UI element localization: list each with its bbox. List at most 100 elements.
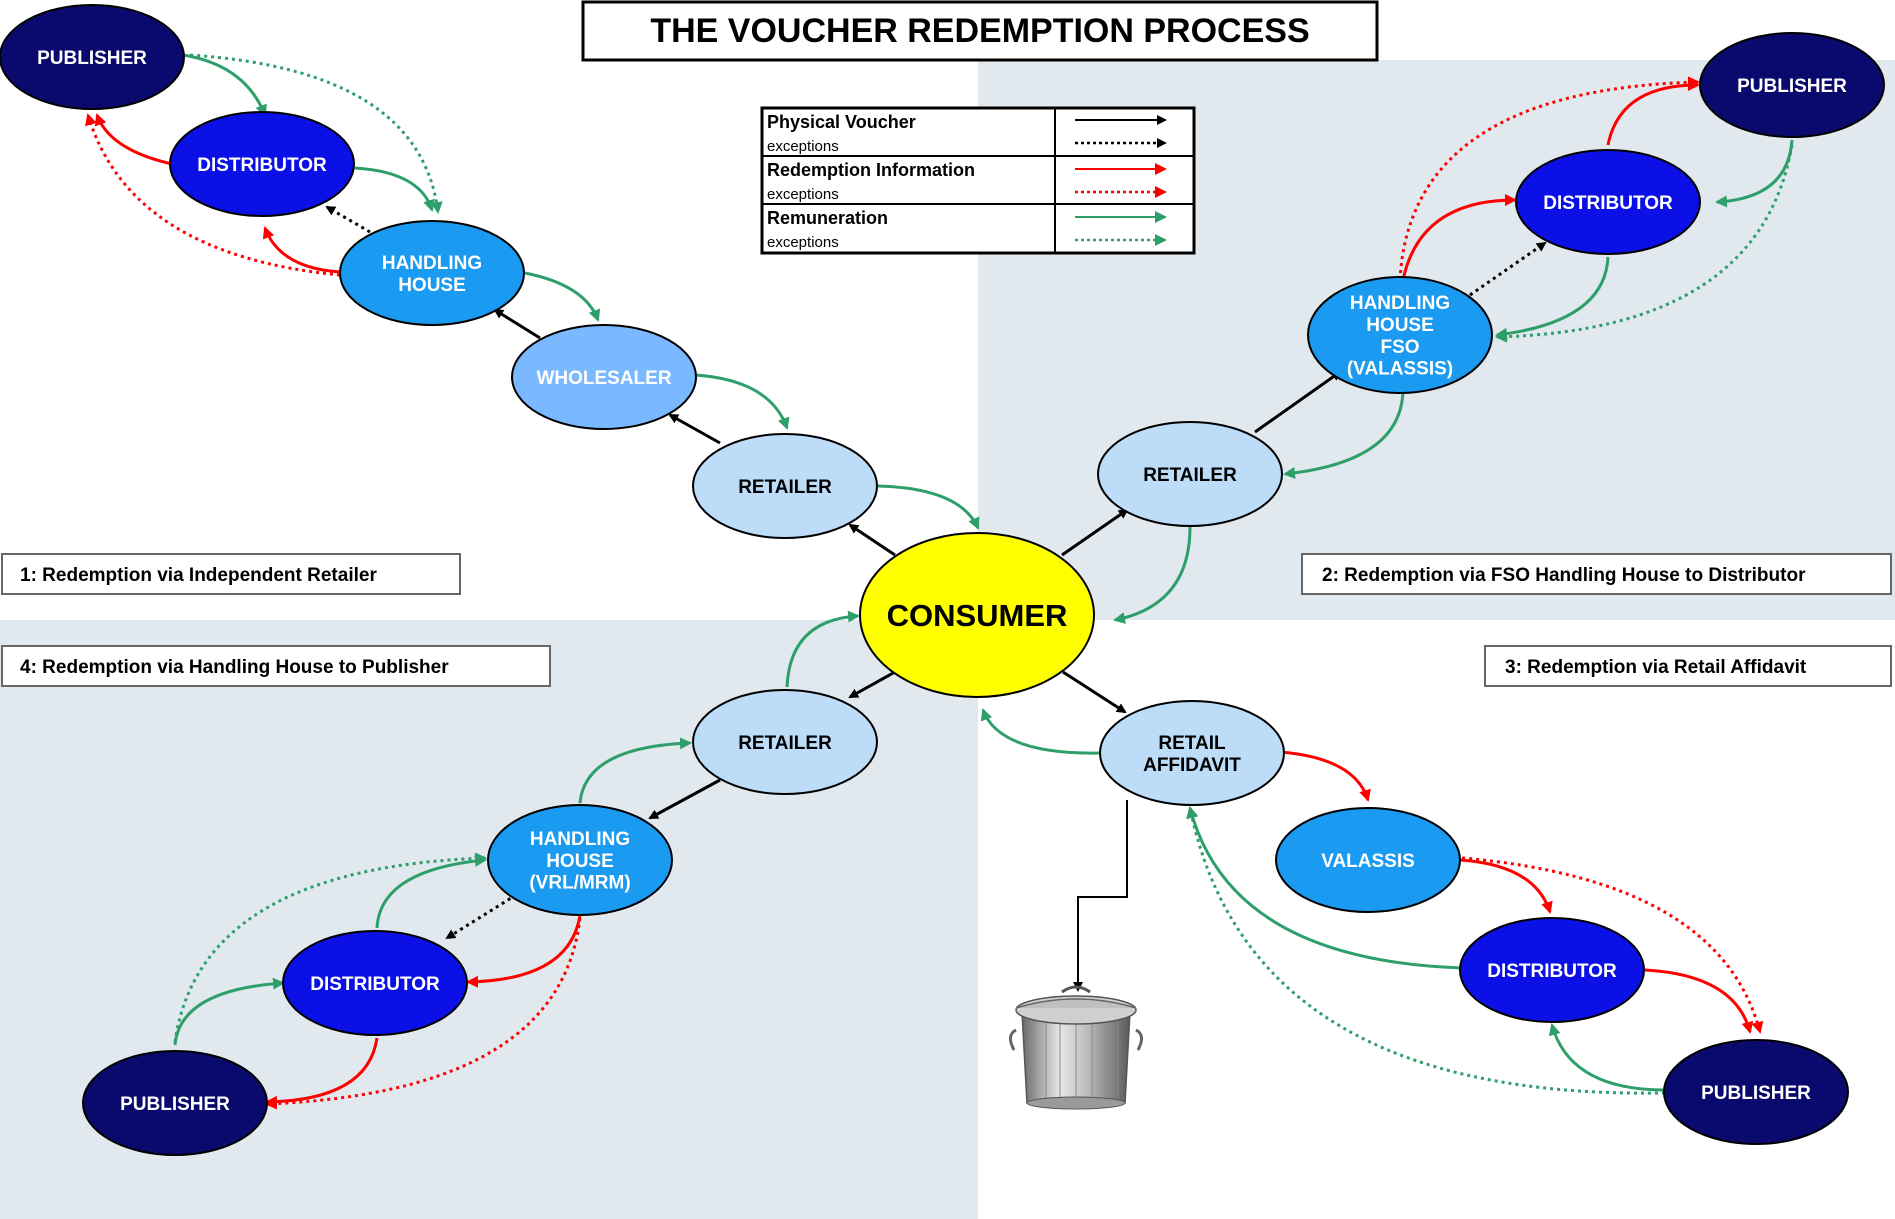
legend-redemption-exceptions: exceptions [767, 186, 839, 203]
caption-4: 4: Redemption via Handling House to Publ… [1, 645, 551, 687]
q1-redemption-hh-pub-dotted [85, 113, 341, 277]
q1-retailer-label: RETAILER [738, 477, 832, 498]
q3-valassis-ellipse [1275, 807, 1461, 913]
legend-physical-label: Physical Voucher [767, 112, 916, 132]
q4-publisher-ellipse [82, 1050, 268, 1156]
q1-remun-wholesaler-retailer [694, 373, 790, 430]
q1-physical-consumer-retailer [848, 523, 896, 557]
q2-physical-retailer-hh [1254, 370, 1342, 434]
q1-publisher-label: PUBLISHER [37, 48, 147, 69]
q3-redemption-valassis-dist [1459, 858, 1553, 914]
q2-handling-ellipse [1307, 276, 1493, 394]
q4-remun-retailer-consumer [785, 610, 860, 688]
q2-publisher-label: PUBLISHER [1737, 76, 1847, 97]
dustbin-icon [1009, 985, 1143, 1110]
caption-2: 2: Redemption via FSO Handling House to … [1301, 553, 1892, 595]
q3-distributor-ellipse [1459, 917, 1645, 1023]
q1-retailer-node: RETAILER [692, 433, 878, 539]
q3-distributor-label: DISTRIBUTOR [1487, 961, 1617, 982]
q4-handling-label: HANDLING [530, 829, 630, 850]
q2-redemption-hh-dist [1401, 194, 1517, 281]
q2-handling-label: HOUSE [1366, 315, 1434, 336]
q2-physical-hh-dist-dotted [1469, 241, 1547, 297]
q3-remun-affidavit-consumer [980, 708, 1101, 755]
q1-handling-label: HOUSE [398, 275, 466, 296]
q4-remun-dist-hh [375, 854, 487, 929]
nodes: CONSUMERPUBLISHERDISTRIBUTORHANDLINGHOUS… [0, 4, 1885, 1156]
q4-redemption-dist-pub [265, 1037, 379, 1108]
q1-remun-hh-wholesaler [524, 271, 601, 322]
q1-distributor-ellipse [169, 111, 355, 217]
q2-remun-dist-hh [1495, 256, 1610, 340]
q3-publisher-label: PUBLISHER [1701, 1083, 1811, 1104]
q2-retailer-node: RETAILER [1097, 421, 1283, 527]
q2-handling-label: (VALASSIS) [1347, 359, 1453, 380]
q2-distributor-label: DISTRIBUTOR [1543, 193, 1673, 214]
q3-remun-dist-affidavit [1186, 806, 1463, 970]
q4-handling-label: HOUSE [546, 851, 614, 872]
page-title: THE VOUCHER REDEMPTION PROCESS [650, 12, 1309, 50]
q3-redemption-dist-pub [1644, 968, 1754, 1034]
q1-distributor-node: DISTRIBUTOR [169, 111, 355, 217]
q3-physical-affidavit-bin [1073, 800, 1128, 992]
q4-handling-ellipse [487, 804, 673, 916]
q1-remun-dist-hh [354, 166, 435, 212]
q1-wholesaler-node: WHOLESALER [511, 324, 697, 430]
svg-text:4: Redemption via Handling Hou: 4: Redemption via Handling House to Publ… [20, 657, 449, 678]
q4-retailer-label: RETAILER [738, 733, 832, 754]
q1-redemption-hh-dist [262, 226, 341, 274]
legend-redemption-label: Redemption Information [767, 160, 975, 180]
svg-text:1: Redemption via Independent: 1: Redemption via Independent Retailer [20, 565, 377, 586]
legend-remuneration-label: Remuneration [767, 208, 888, 228]
consumer-node: CONSUMER [859, 532, 1095, 698]
q2-handling-label: HANDLING [1350, 293, 1450, 314]
q1-retailer-ellipse [692, 433, 878, 539]
q1-remun-retailer-consumer [877, 484, 980, 530]
q4-redemption-hh-dist [466, 914, 582, 988]
q4-distributor-node: DISTRIBUTOR [282, 930, 468, 1036]
q4-physical-retailer-hh [648, 778, 721, 820]
title-box: THE VOUCHER REDEMPTION PROCESS [581, 0, 1379, 62]
consumer-ellipse [859, 532, 1095, 698]
q4-retailer-ellipse [692, 689, 878, 795]
caption-1: 1: Redemption via Independent Retailer [1, 553, 461, 595]
q1-physical-hh-dist-dotted [325, 205, 371, 234]
legend-remuneration-exceptions: exceptions [767, 234, 839, 251]
q1-publisher-node: PUBLISHER [0, 4, 185, 110]
svg-text:2: Redemption via FSO Handling: 2: Redemption via FSO Handling House to … [1322, 565, 1806, 586]
consumer-label: CONSUMER [887, 598, 1068, 633]
q1-remun-pub-dist [182, 53, 267, 117]
q3-redemption-valassis-pub-dotted [1461, 856, 1764, 1034]
q2-physical-consumer-retailer [1061, 508, 1129, 557]
q2-remun-hh-retailer [1283, 391, 1405, 479]
flows [85, 53, 1794, 1110]
q3-affidavit-label: RETAIL [1158, 733, 1226, 754]
q3-publisher-node: PUBLISHER [1663, 1039, 1849, 1145]
q4-handling-label: (VRL/MRM) [529, 873, 630, 894]
q2-redemption-dist-pub [1606, 79, 1700, 146]
q4-physical-hh-dist-dotted [445, 878, 541, 940]
legend: Physical Voucher exceptions Redemption I… [760, 106, 1196, 255]
q4-retailer-node: RETAILER [692, 689, 878, 795]
q3-redemption-affidavit-valassis [1279, 750, 1371, 802]
q2-retailer-ellipse [1097, 421, 1283, 527]
q3-affidavit-ellipse [1099, 700, 1285, 806]
q1-publisher-ellipse [0, 4, 185, 110]
q3-affidavit-label: AFFIDAVIT [1143, 755, 1241, 776]
q3-distributor-node: DISTRIBUTOR [1459, 917, 1645, 1023]
q4-physical-consumer-retailer [848, 670, 896, 699]
svg-text:3: Redemption via Retail Affid: 3: Redemption via Retail Affidavit [1505, 657, 1807, 678]
q4-publisher-node: PUBLISHER [82, 1050, 268, 1156]
q3-remun-pub-affidavit-dotted [1186, 806, 1666, 1095]
q2-publisher-node: PUBLISHER [1699, 32, 1885, 138]
q2-remun-retailer-consumer [1113, 526, 1192, 624]
q1-wholesaler-ellipse [511, 324, 697, 430]
q1-distributor-label: DISTRIBUTOR [197, 155, 327, 176]
q2-distributor-node: DISTRIBUTOR [1515, 149, 1701, 255]
q2-publisher-ellipse [1699, 32, 1885, 138]
q1-handling-ellipse [339, 220, 525, 326]
